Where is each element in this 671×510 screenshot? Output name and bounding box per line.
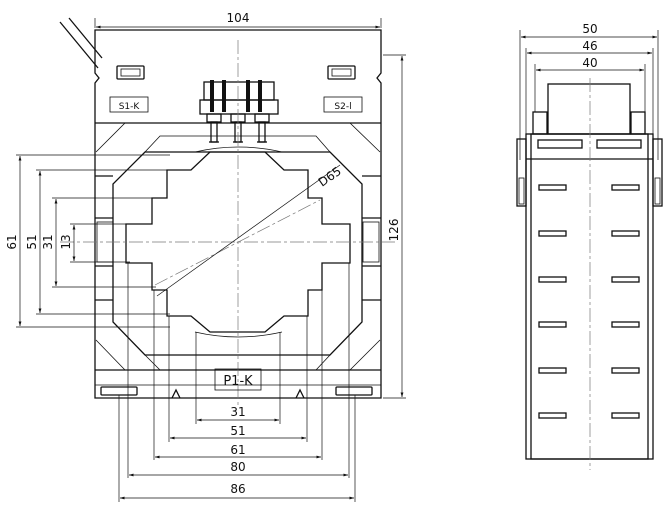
dim-left-51: 51: [25, 234, 39, 249]
front-view: S1-K S2-l: [5, 11, 406, 502]
slot-bottom-left: [100, 386, 138, 396]
bottom-label: P1-K: [223, 374, 253, 389]
dim-bottom-51: 51: [230, 424, 245, 438]
window-aperture: [125, 151, 351, 333]
terminal-label-s2: S2-l: [334, 102, 351, 112]
terminal-label-s1: S1-K: [119, 102, 141, 112]
housing-outline: [59, 17, 382, 399]
left-dimensions: 61 51 31 13: [5, 154, 170, 328]
bottom-dimensions: 31 51 61 80 86: [118, 263, 356, 502]
dim-side-40: 40: [582, 56, 597, 70]
side-view: 50 46 40: [516, 22, 663, 470]
side-terminal-cap: [547, 83, 631, 135]
slot-top-left: [116, 65, 145, 80]
dim-bottom-31: 31: [230, 405, 245, 419]
dim-left-61: 61: [5, 234, 19, 249]
dim-bottom-61: 61: [230, 443, 245, 457]
dim-width-104: 104: [227, 11, 250, 25]
dim-bottom-80: 80: [230, 460, 245, 474]
side-clip-right: [652, 138, 663, 207]
slot-top-right: [327, 65, 356, 80]
side-clip-left: [516, 138, 527, 207]
slot-bottom-right: [335, 386, 373, 396]
side-body: [525, 133, 654, 460]
dim-side-50: 50: [582, 22, 597, 36]
dim-height-126: 126: [387, 219, 401, 242]
dim-side-46: 46: [582, 39, 597, 53]
dim-left-13: 13: [59, 234, 73, 249]
side-ribs-pairs: [538, 184, 640, 419]
diameter-label: D65: [316, 164, 344, 190]
dim-left-31: 31: [41, 234, 55, 249]
terminal-block: [199, 80, 279, 143]
dim-bottom-86: 86: [230, 482, 245, 496]
